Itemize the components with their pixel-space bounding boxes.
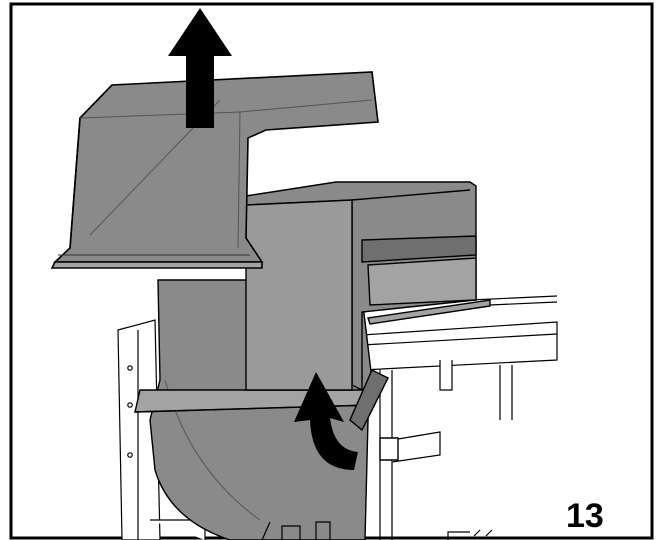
upper-cover [50,71,379,269]
bottom-details [261,521,493,540]
arrow-up-icon [168,8,232,128]
curved-arrow-icon [294,372,358,470]
step-number: 13 [566,497,604,535]
machine-frame [117,319,206,540]
hopper-box [245,181,491,392]
side-table [361,295,558,540]
hinged-flap [349,369,399,461]
